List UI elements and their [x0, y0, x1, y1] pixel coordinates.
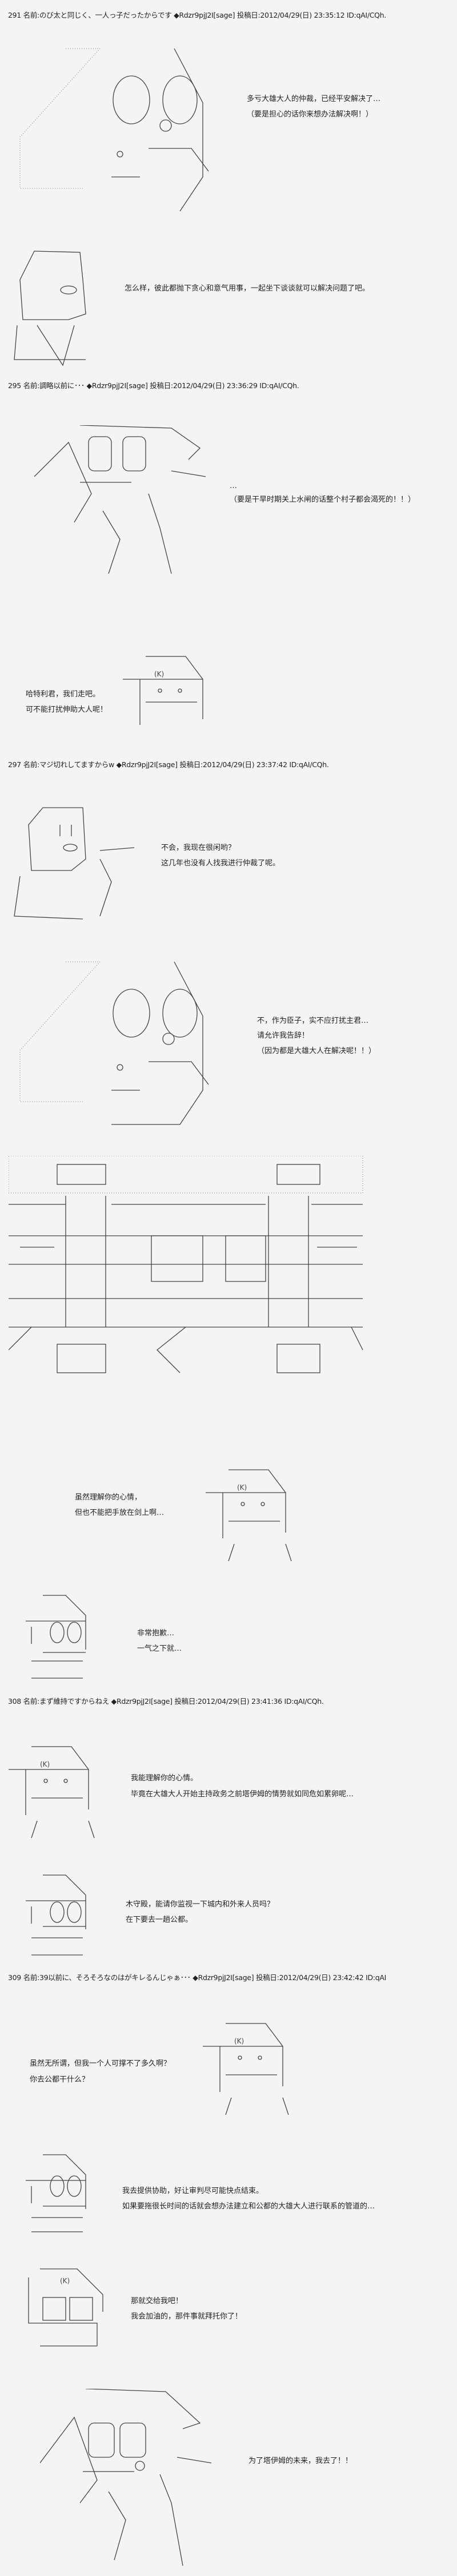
- dialogue-line: 请允许我告辞！: [257, 1031, 310, 1040]
- ascii-art-character-k-cap: (K): [123, 645, 214, 731]
- dialogue-line: 木守殿，能请你监视一下城内和外来人员吗？: [126, 1900, 275, 1909]
- dialogue-line: 你去公都干什么？: [30, 2075, 90, 2084]
- post-header-309: 309 名前:39以前に、そろそろなのはがキレるんじゃぁ･･･ ◆Rdzr9pj…: [8, 1973, 386, 1982]
- svg-text:(K): (K): [234, 2037, 244, 2045]
- dialogue-line: 如果要拖很长时间的话就会想办法建立和公都的大雄大人进行联系的管道的…: [122, 2202, 375, 2211]
- ascii-art-character-k-cap: (K): [206, 1458, 297, 1561]
- ascii-art-character-k-cap: (K): [9, 1735, 100, 1838]
- dialogue-line: （要是担心的话你来想办法解决啊！）: [247, 110, 374, 119]
- ascii-art-character: [40, 2389, 223, 2571]
- ascii-art-character-sweat: [9, 2152, 91, 2238]
- dialogue-line: 这几年也没有人找我进行仲裁了呢。: [161, 859, 280, 868]
- dialogue-line: 哈特利君，我们走吧。: [26, 690, 101, 699]
- dialogue-line: 怎么样，彼此都抛下贪心和意气用事，一起坐下谈谈就可以解决问题了吧。: [125, 284, 370, 293]
- dialogue-line: 在下要去一趟公都。: [126, 1916, 193, 1924]
- post-header-295: 295 名前:調略以前に･･･ ◆Rdzr9pjJ2I[sage] 投稿日:20…: [8, 381, 299, 390]
- post-header-297: 297 名前:マジ切れしてますからw ◆Rdzr9pjJ2I[sage] 投稿日…: [8, 760, 329, 769]
- dialogue-line: （要是干旱时期关上水闸的话整个村子都会渴死的！！）: [230, 495, 416, 504]
- dialogue-line: 多亏大雄大人的仲裁，已经平安解决了…: [247, 95, 381, 103]
- dialogue-line: 虽然无所谓，但我一个人可撑不了多久啊？: [30, 2059, 171, 2068]
- ascii-art-character: [9, 802, 143, 925]
- post-header-308: 308 名前:まず維持ですからねえ ◆Rdzr9pjJ2I[sage] 投稿日:…: [8, 1697, 324, 1706]
- dialogue-line: 我能理解你的心情。: [131, 1774, 198, 1783]
- post-header-291: 291 名前:のび太と同じく、一人っ子だったからです ◆Rdzr9pjJ2I[s…: [8, 11, 386, 19]
- ascii-art-building: [9, 1156, 368, 1441]
- ascii-art-character-sweat: [9, 1872, 91, 1961]
- dialogue-line: 但也不能把手放在剑上啊…: [75, 1509, 165, 1517]
- dialogue-line: 不，作为臣子，实不应打扰主君…: [257, 1017, 369, 1025]
- dialogue-line: 我去提供协助，好让审判尽可能快点结束。: [122, 2187, 264, 2195]
- dialogue-line: 虽然理解你的心情，: [75, 1493, 142, 1502]
- dialogue-line: 非常抱歉…: [137, 1629, 175, 1638]
- dialogue-line: 为了塔伊姆的未来，我去了！！: [248, 2457, 353, 2465]
- dialogue-line: 那就交给我吧！: [131, 2297, 183, 2305]
- ascii-art-big-head: [9, 959, 220, 1127]
- svg-text:(K): (K): [40, 1760, 50, 1768]
- dialogue-line: 毕竟在大雄大人开始主持政务之前塔伊姆的情势就如同危如累卵呢…: [131, 1790, 354, 1799]
- svg-text:(K): (K): [154, 670, 164, 678]
- dialogue-line: 可不能打扰伸助大人呢！: [26, 706, 108, 714]
- ascii-art-character-sweat: [9, 1593, 91, 1684]
- svg-text:(K): (K): [237, 1483, 247, 1491]
- dialogue-line: （因为都是大雄大人在解决呢！！）: [257, 1047, 376, 1055]
- dialogue-line: 我会加油的，那件事就拜托你了！: [131, 2312, 243, 2321]
- ascii-art-character: [11, 245, 89, 371]
- ascii-art-big-head: [9, 46, 220, 211]
- ascii-art-character-glasses: (K): [23, 2266, 106, 2349]
- dialogue-line: …: [230, 482, 237, 490]
- dialogue-line: 一气之下就…: [137, 1644, 182, 1653]
- dialogue-line: 不会，我现在很闲哟？: [161, 844, 236, 852]
- ascii-art-character: [34, 425, 214, 588]
- ascii-art-character-k-cap: (K): [203, 2012, 294, 2115]
- svg-text:(K): (K): [60, 2277, 70, 2285]
